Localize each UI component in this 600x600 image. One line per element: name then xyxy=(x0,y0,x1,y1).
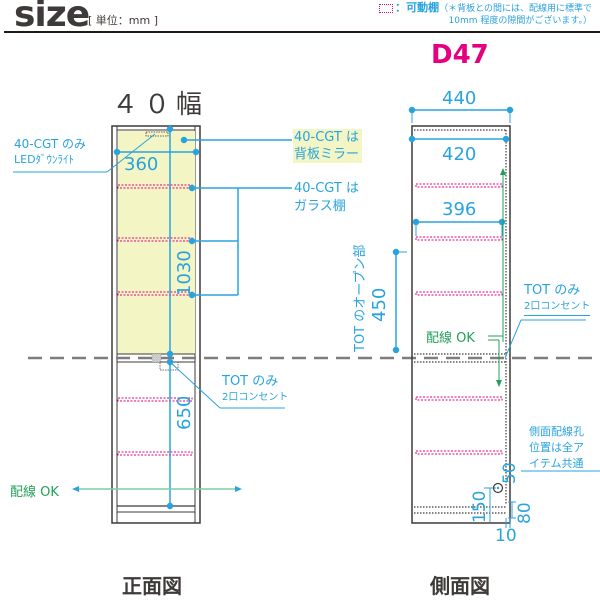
dim-upper-height: 1030 xyxy=(174,250,195,296)
unit-label: [ 単位：mm ] xyxy=(88,14,159,27)
front-wiring-ok: 配線 OK xyxy=(10,485,59,500)
led-note: 40-CGT のみ LEDﾀﾞｳﾝﾗｲﾄ xyxy=(14,137,86,166)
dim-hole-height: 150 xyxy=(470,490,490,523)
side-view-label: 側面図 xyxy=(430,574,490,598)
dim-shelf-depth: 396 xyxy=(442,199,477,220)
size-title: size xyxy=(14,0,90,35)
open-part-label: TOT のオープン部 xyxy=(353,244,368,352)
front-cabinet-frame xyxy=(111,125,201,524)
side-wiring-ok: 配線 OK xyxy=(426,331,475,346)
wiring-hole xyxy=(492,482,504,494)
dim-hole-offset: 50 xyxy=(500,462,520,484)
movable-shelf-legend: ：可動棚（＊背板との間には、配線用に標準で 10mm 程度の隙間がございます。） xyxy=(379,2,592,27)
front-view-label: 正面図 xyxy=(122,574,182,598)
dim-lower-height: 650 xyxy=(174,395,195,430)
mirror-note: 40-CGT は 背板ミラー xyxy=(293,129,363,163)
dim-open-height: 450 xyxy=(369,287,390,322)
header-divider xyxy=(4,31,600,33)
wiring-hole-note: 側面配線孔 位置は全ア イテム共通 xyxy=(529,425,584,470)
side-cabinet-frame xyxy=(411,125,511,524)
mirror-back-panel xyxy=(118,131,195,354)
front-outlet-note: TOT のみ 2口コンセント xyxy=(222,374,289,403)
dim-inner-depth: 420 xyxy=(442,144,477,165)
movable-shelf-icon xyxy=(379,4,394,13)
dim-inner-width: 360 xyxy=(124,154,159,175)
side-outlet-note: TOT のみ 2口コンセント xyxy=(524,283,591,316)
dim-outer-depth: 440 xyxy=(442,88,477,109)
dim-plinth: 80 xyxy=(515,502,535,524)
front-width-title: ４０幅 xyxy=(112,90,209,120)
depth-title: D47 xyxy=(431,40,489,70)
dim-gap: 10 xyxy=(495,526,517,546)
glass-shelf-note: 40-CGT は ガラス棚 xyxy=(294,181,359,214)
